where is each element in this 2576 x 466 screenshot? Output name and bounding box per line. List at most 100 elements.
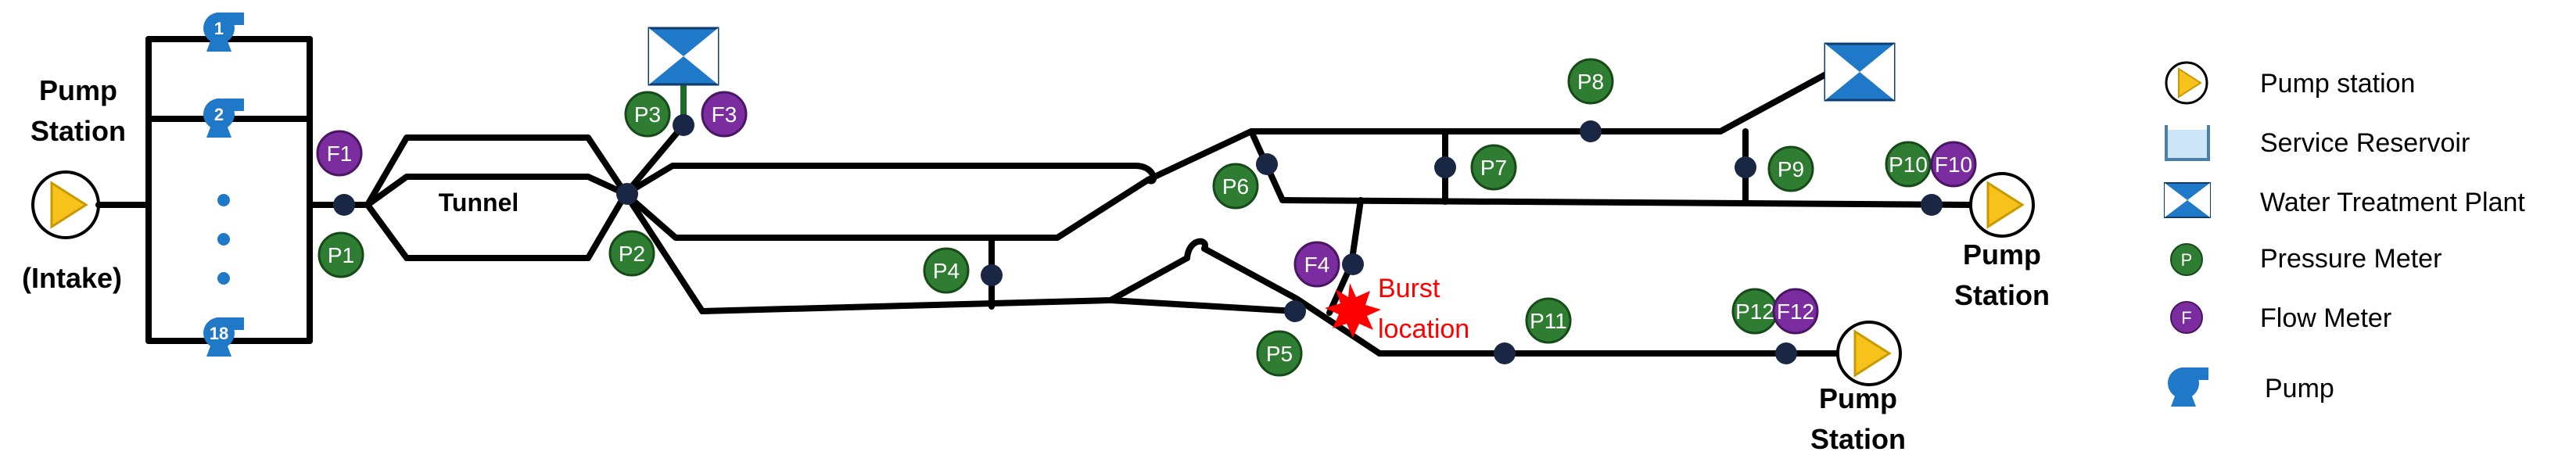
tunnel-label: Tunnel [439, 188, 519, 217]
junction-node [1775, 342, 1797, 364]
junction-node [1735, 156, 1756, 178]
burst-label-line2: location [1378, 314, 1469, 344]
legend-service-reservoir: Service Reservoir [2165, 125, 2470, 161]
treatment-plant-east-icon [1824, 42, 1896, 102]
pump-station-icon [1836, 321, 1902, 386]
pressure-meter-p1: P1 [318, 231, 364, 278]
outlet-south-line1: Pump [1819, 382, 1897, 414]
pipe-to-p3 [622, 122, 687, 197]
legend-pump-station-label: Pump station [2260, 69, 2415, 99]
treatment-plant-west-icon [648, 27, 719, 86]
intake-label-line3: (Intake) [22, 262, 122, 294]
junction-node [1284, 300, 1306, 322]
pipe-tunnel-middle [364, 174, 629, 208]
pressure-meter-p8: P8 [1567, 58, 1614, 105]
flow-meter-f12: F12 [1772, 288, 1819, 335]
burst-label-line1: Burst [1378, 274, 1440, 303]
intake-label-line2: Station [30, 115, 126, 147]
f1-label: F1 [327, 142, 353, 166]
burst-icon [1325, 283, 1381, 338]
pump-ellipsis [217, 194, 230, 285]
p6-label: P6 [1222, 174, 1249, 199]
pressure-meters: P1 P2 P3 P4 P5 P6 P7 P8 P9 P10 P11 P12 [318, 58, 1932, 377]
pressure-meter-p11: P11 [1525, 297, 1572, 344]
pump-icon [2168, 367, 2208, 407]
pipe-upper-loop [1145, 67, 1836, 183]
outlet-station-south: Pump Station [1810, 321, 1906, 455]
p2-label: P2 [619, 242, 645, 266]
legend-pump: Pump [2168, 367, 2334, 407]
pressure-meter-p5: P5 [1256, 330, 1303, 377]
p4-label: P4 [933, 259, 960, 283]
outlet-station-east: Pump Station [1954, 172, 2050, 311]
f4-label: F4 [1304, 253, 1330, 277]
pump-18: 18 [203, 317, 244, 357]
intake-pump-station: Pump Station (Intake) [22, 74, 126, 294]
junction-node [333, 194, 355, 216]
outlet-south-line2: Station [1810, 423, 1906, 455]
reservoir-icon [2165, 125, 2210, 161]
junction-node [616, 183, 638, 205]
pressure-meter-p9: P9 [1767, 145, 1814, 192]
junction-node [1494, 342, 1516, 364]
flow-meter-f1: F1 [316, 130, 363, 177]
junction-node [673, 114, 694, 136]
p12-label: P12 [1735, 299, 1774, 324]
junction-node [1256, 153, 1278, 175]
pump-1-label: 1 [214, 19, 224, 38]
pressure-meter-p6: P6 [1212, 163, 1259, 210]
junction-node [1342, 253, 1364, 275]
pressure-meter-p12: P12 [1731, 288, 1778, 335]
outlet-east-line2: Station [1954, 279, 2050, 311]
legend-flow-meter-label: Flow Meter [2260, 303, 2391, 333]
junction-node [1580, 120, 1602, 142]
p7-label: P7 [1480, 156, 1507, 180]
flow-meter-icon: F [2170, 301, 2203, 334]
f12-label: F12 [1777, 299, 1814, 324]
p10-label: P10 [1889, 152, 1928, 177]
p1-label: P1 [328, 243, 354, 267]
pressure-meter-p10: P10 [1885, 141, 1932, 188]
pressure-meter-symbol: P [2181, 250, 2193, 270]
junction-node [1921, 194, 1943, 216]
pressure-meter-p3: P3 [624, 91, 671, 138]
p8-label: P8 [1577, 70, 1604, 94]
f10-label: F10 [1935, 152, 1972, 177]
flow-meter-f3: F3 [701, 91, 748, 138]
flow-meter-f10: F10 [1930, 141, 1977, 188]
legend-pump-station: Pump station [2165, 61, 2415, 105]
pipe-upper-trunk [622, 163, 1139, 197]
legend-flow-meter: F Flow Meter [2170, 301, 2391, 334]
pump-2: 2 [203, 99, 244, 138]
p3-label: P3 [634, 102, 661, 127]
pressure-meter-p2: P2 [608, 230, 655, 277]
pump-2-label: 2 [214, 105, 224, 124]
legend-pressure-meter: P Pressure Meter [2170, 243, 2441, 276]
legend-pressure-meter-label: Pressure Meter [2260, 244, 2441, 274]
intake-label-line1: Pump [39, 74, 117, 106]
pipe-middle-trunk [622, 177, 1151, 241]
flow-meter-f4: F4 [1293, 241, 1340, 288]
intake-pump-station-icon [31, 170, 100, 239]
pressure-meter-icon: P [2170, 243, 2203, 276]
treatment-plant-icon [2164, 182, 2211, 218]
junction-node [1434, 156, 1456, 178]
p5-label: P5 [1266, 342, 1293, 366]
junction-nodes [333, 114, 1943, 364]
pipe-lower-trunk [622, 191, 1190, 314]
pipe-network [95, 36, 1974, 357]
burst-location: Burst location [1325, 274, 1469, 344]
flow-meters: F1 F3 F4 F10 F12 [316, 91, 1977, 335]
pump-station-icon [1969, 172, 2035, 238]
outlet-east-line1: Pump [1963, 238, 2041, 271]
legend-service-reservoir-label: Service Reservoir [2260, 128, 2470, 158]
p11-label: P11 [1530, 309, 1567, 333]
pump-18-label: 18 [210, 324, 228, 343]
pressure-meter-p4: P4 [923, 247, 970, 294]
legend-treatment-plant: Water Treatment Plant [2164, 182, 2525, 218]
p9-label: P9 [1778, 157, 1804, 181]
pump-station-icon [2165, 61, 2208, 105]
legend-pump-label: Pump [2265, 374, 2334, 403]
pipe-south-spur [1107, 297, 1298, 314]
